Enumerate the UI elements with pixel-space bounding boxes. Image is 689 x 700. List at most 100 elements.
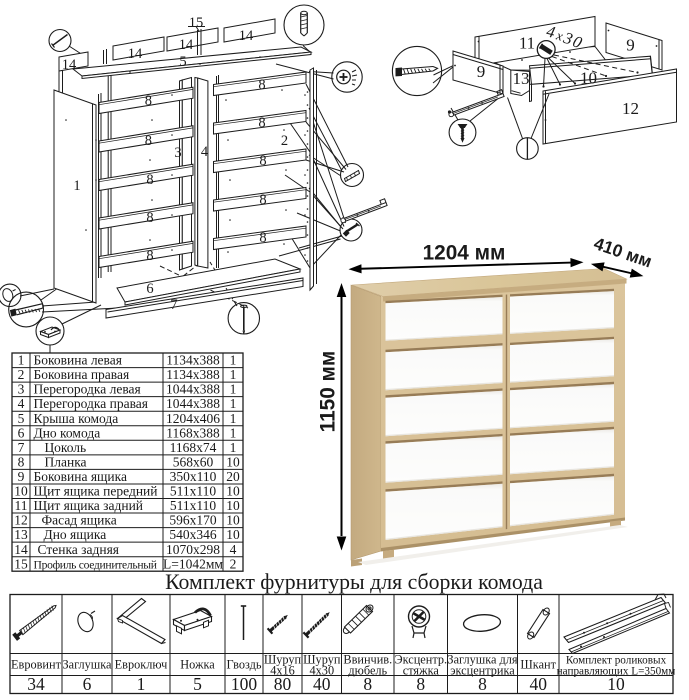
svg-text:10: 10 — [14, 484, 28, 499]
svg-text:8: 8 — [146, 248, 153, 264]
svg-text:350x110: 350x110 — [170, 469, 217, 484]
svg-text:10: 10 — [607, 674, 625, 694]
svg-text:направляющих L=350мм: направляющих L=350мм — [557, 665, 676, 677]
svg-text:511x110: 511x110 — [170, 498, 216, 513]
svg-text:1: 1 — [230, 425, 237, 440]
svg-text:8: 8 — [363, 674, 372, 694]
svg-text:8: 8 — [259, 192, 266, 208]
svg-text:34: 34 — [27, 674, 45, 694]
svg-text:14: 14 — [14, 542, 28, 557]
svg-text:14: 14 — [239, 28, 254, 44]
svg-text:8: 8 — [145, 133, 152, 149]
svg-text:1134x388: 1134x388 — [166, 353, 220, 368]
svg-text:10: 10 — [226, 527, 240, 542]
svg-text:3: 3 — [18, 382, 25, 397]
svg-text:Шуруп: Шуруп — [264, 653, 302, 667]
svg-text:8: 8 — [146, 210, 153, 226]
svg-text:7: 7 — [18, 440, 25, 455]
svg-text:2: 2 — [281, 133, 288, 149]
svg-text:Ножка: Ножка — [180, 658, 215, 672]
svg-text:x: x — [554, 27, 565, 43]
svg-text:Эксцентр.: Эксцентр. — [394, 653, 447, 667]
svg-text:1: 1 — [230, 367, 237, 382]
svg-text:1: 1 — [18, 353, 25, 368]
svg-text:10: 10 — [226, 498, 240, 513]
svg-text:1: 1 — [230, 440, 237, 455]
svg-text:Перегородка правая: Перегородка правая — [34, 396, 149, 411]
svg-text:10: 10 — [580, 69, 597, 88]
svg-text:40: 40 — [313, 674, 331, 694]
svg-text:Перегородка левая: Перегородка левая — [34, 382, 141, 397]
svg-text:4: 4 — [201, 144, 209, 160]
svg-text:4x16: 4x16 — [270, 663, 295, 677]
svg-text:14: 14 — [128, 46, 143, 62]
svg-text:9: 9 — [626, 36, 635, 55]
svg-text:568x60: 568x60 — [173, 455, 214, 470]
svg-text:Боковина левая: Боковина левая — [34, 353, 122, 368]
svg-text:1134x388: 1134x388 — [166, 367, 220, 382]
svg-text:14: 14 — [179, 37, 194, 53]
svg-text:Стенка задняя: Стенка задняя — [38, 542, 120, 557]
svg-text:Фасад ящика: Фасад ящика — [42, 513, 117, 528]
svg-text:2: 2 — [18, 367, 25, 382]
svg-text:511x110: 511x110 — [170, 484, 216, 499]
svg-text:7: 7 — [170, 297, 177, 313]
svg-text:12: 12 — [14, 513, 28, 528]
svg-text:Боковина ящика: Боковина ящика — [34, 469, 128, 484]
svg-text:5: 5 — [193, 674, 202, 694]
svg-text:1: 1 — [230, 382, 237, 397]
svg-text:1: 1 — [230, 396, 237, 411]
svg-text:1204 мм: 1204 мм — [423, 242, 506, 265]
svg-text:8: 8 — [259, 153, 266, 169]
svg-text:1150 мм: 1150 мм — [317, 351, 340, 433]
svg-text:8: 8 — [416, 674, 425, 694]
svg-text:стяжка: стяжка — [403, 663, 440, 677]
svg-text:1044x388: 1044x388 — [166, 382, 220, 397]
svg-text:5: 5 — [18, 411, 25, 426]
svg-text:6: 6 — [146, 281, 153, 297]
svg-text:Заглушка для: Заглушка для — [447, 653, 518, 667]
svg-text:8: 8 — [258, 77, 265, 93]
svg-text:Щит ящика передний: Щит ящика передний — [34, 484, 158, 499]
svg-text:10: 10 — [226, 513, 240, 528]
svg-text:4x30: 4x30 — [310, 663, 335, 677]
svg-text:Планка: Планка — [45, 455, 87, 470]
svg-text:4: 4 — [230, 542, 237, 557]
svg-text:6: 6 — [18, 425, 25, 440]
svg-text:Дно комода: Дно комода — [34, 425, 101, 440]
svg-text:40: 40 — [529, 674, 547, 694]
svg-text:15: 15 — [189, 15, 204, 31]
svg-text:8: 8 — [258, 115, 265, 131]
svg-text:100: 100 — [231, 674, 258, 694]
svg-text:4: 4 — [18, 396, 25, 411]
svg-text:Ввинчив.: Ввинчив. — [343, 653, 392, 667]
svg-text:3: 3 — [174, 145, 181, 161]
svg-text:8: 8 — [146, 172, 153, 188]
svg-text:6: 6 — [83, 674, 92, 694]
svg-text:дюбель: дюбель — [348, 663, 387, 677]
svg-text:1: 1 — [73, 178, 80, 194]
svg-text:Евроключ: Евроключ — [115, 658, 168, 672]
svg-text:596x170: 596x170 — [169, 513, 217, 528]
svg-text:1168x74: 1168x74 — [170, 440, 217, 455]
svg-text:11: 11 — [519, 34, 535, 53]
svg-text:Крыша комода: Крыша комода — [34, 411, 119, 426]
svg-text:1: 1 — [230, 353, 237, 368]
svg-text:Евровинт: Евровинт — [11, 658, 62, 672]
svg-text:1204x406: 1204x406 — [166, 411, 220, 426]
svg-text:Шкант: Шкант — [520, 658, 556, 672]
svg-text:5: 5 — [179, 54, 186, 70]
svg-text:Дно ящика: Дно ящика — [44, 527, 107, 542]
svg-text:9: 9 — [477, 62, 486, 81]
svg-text:12: 12 — [622, 99, 639, 118]
svg-text:2: 2 — [230, 556, 237, 571]
svg-text:8: 8 — [478, 674, 487, 694]
svg-text:10: 10 — [226, 455, 240, 470]
svg-text:540x346: 540x346 — [169, 527, 217, 542]
svg-text:8: 8 — [145, 93, 152, 109]
svg-text:Комплект фурнитуры для сборки: Комплект фурнитуры для сборки комода — [165, 570, 543, 594]
svg-text:L=1042мм: L=1042мм — [163, 556, 223, 571]
svg-text:Боковина правая: Боковина правая — [34, 367, 130, 382]
svg-text:9: 9 — [18, 469, 25, 484]
svg-text:13: 13 — [513, 69, 530, 88]
